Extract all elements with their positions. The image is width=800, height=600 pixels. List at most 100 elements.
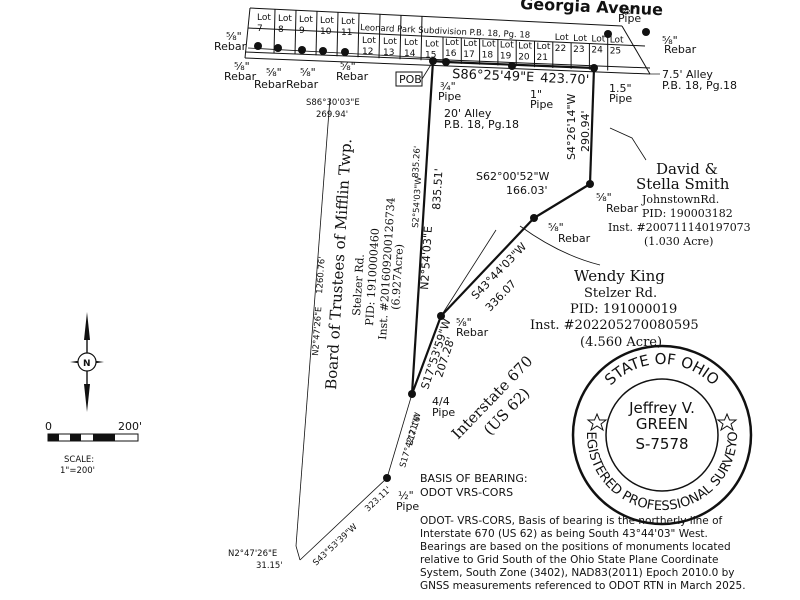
monument-marker	[530, 214, 538, 222]
north-arrow-icon: N	[70, 312, 104, 412]
lot-number: 9	[299, 26, 305, 36]
lot-number: 21	[537, 53, 548, 63]
svg-text:(1.030 Acre): (1.030 Acre)	[644, 235, 713, 248]
lot-divider	[420, 16, 423, 61]
street-name: Georgia Avenue	[520, 0, 664, 19]
lot-label: Lot	[383, 37, 397, 47]
rebar-size-label: ⅝"	[456, 316, 472, 329]
pipe-label: Pipe	[396, 500, 419, 513]
monument-marker	[274, 44, 282, 52]
lot-label: Lot	[257, 13, 271, 23]
seal-license-number: S-7578	[635, 435, 688, 453]
bearing-north-line: S86°25'49"E	[452, 67, 535, 85]
lot-number: 23	[573, 45, 584, 55]
rebar-label: Rebar	[558, 232, 591, 245]
rebar-label: Rebar	[664, 43, 697, 56]
seal-name-first: Jeffrey V.	[628, 399, 695, 417]
svg-text:Stella Smith: Stella Smith	[636, 175, 730, 193]
alley-label: 20' Alley	[444, 107, 492, 120]
monument-marker	[341, 48, 349, 56]
svg-text:Inst. #200711140197073: Inst. #200711140197073	[608, 221, 751, 234]
monument-marker	[254, 42, 262, 50]
lot-label: Lot	[362, 36, 376, 46]
pipe-size-label: ½"	[398, 489, 414, 502]
lot-label: Lot	[518, 41, 532, 51]
svg-text:N: N	[83, 359, 91, 369]
distance-east-line: 290.94'	[579, 110, 592, 152]
monument-marker	[590, 64, 598, 72]
distance-west-line-record: 835.26'	[411, 146, 423, 179]
board-parcel-label: Board of Trustees of Mifflin Twp. Stelze…	[322, 138, 406, 390]
scale-ratio: 1"=200'	[60, 466, 95, 476]
lot-divider	[315, 11, 318, 56]
svg-text:Stelzer Rd.: Stelzer Rd.	[350, 254, 367, 317]
rebar-label: Rebar	[456, 326, 489, 339]
lot-number: 8	[278, 25, 284, 35]
lot-label: Lot	[404, 38, 418, 48]
lot-label: Lot	[320, 16, 334, 26]
bearing-far-west-line: N2°47'26"E	[311, 306, 324, 356]
basis-note-line: System, South Zone (3402), NAD83(2011) E…	[420, 567, 735, 579]
scale-max: 200'	[118, 420, 142, 433]
svg-text:PID: 191000019: PID: 191000019	[570, 302, 677, 317]
lot-label: Lot	[278, 14, 292, 24]
lot-divider	[294, 10, 297, 55]
basis-note-line: ODOT- VRS-CORS, Basis of bearing is the …	[420, 515, 723, 527]
lot-label: Lot	[445, 38, 459, 48]
basis-note-line: GNSS measurements referenced to ODOT RTN…	[420, 580, 746, 592]
boundary	[410, 59, 596, 395]
rebar-size-label: ⅝"	[662, 34, 678, 47]
monument-marker	[586, 180, 594, 188]
lot-labels: Lot7Lot8Lot9Lot10Lot11Lot12Lot13Lot14Lot…	[257, 13, 624, 63]
lot-label: Lot	[463, 39, 477, 49]
basis-note-line: Interstate 670 (US 62) as being South 43…	[420, 528, 708, 540]
pipe-size-label: 1.5"	[609, 82, 632, 95]
lot-number: 16	[445, 49, 457, 59]
monument-marker	[508, 62, 516, 70]
lot-label: Lot	[299, 15, 313, 25]
distance-west-line: 835.51'	[430, 168, 446, 210]
lot-number: 10	[320, 27, 332, 37]
adjacent-lines	[247, 47, 647, 561]
lot-label: Lot	[425, 39, 439, 49]
svg-text:(6.927Acre): (6.927Acre)	[389, 244, 406, 311]
rebar-size-label: ⅝"	[234, 60, 250, 73]
basis-note-line: relative to Grid South of the Ohio State…	[420, 554, 719, 566]
lot-number: 17	[463, 50, 474, 60]
scale-bar: 0 200' SCALE: 1"=200'	[45, 420, 142, 476]
distance-west-lots: 269.94'	[316, 110, 348, 120]
rebar-size-label: ⅝"	[596, 191, 612, 204]
basis-title: BASIS OF BEARING:	[420, 472, 528, 485]
bearing-west-line-record: S2°54'03"W	[411, 176, 424, 228]
rebar-label: Rebar	[214, 40, 247, 53]
distance-lower-diagonal: 323.11'	[363, 485, 393, 514]
pipe-label: Pipe	[618, 12, 641, 25]
distance-north-line: 423.70'	[540, 71, 590, 88]
rebar-label: Rebar	[336, 70, 369, 83]
lot-divider	[378, 14, 381, 59]
monument-marker	[604, 30, 612, 38]
monument-marker	[319, 47, 327, 55]
smith-parcel-label: David & Stella Smith JohnstownRd. PID: 1…	[608, 160, 751, 248]
pipe-size-label: 4/4	[432, 395, 450, 408]
pipe-size-label: 1"	[530, 88, 542, 101]
alley-label: 7.5' Alley	[662, 68, 713, 81]
lot-number: 12	[362, 47, 373, 57]
svg-text:PID: 1910000460: PID: 1910000460	[363, 228, 382, 326]
lot-label: Lot	[573, 34, 587, 44]
rebar-label: Rebar	[224, 70, 257, 83]
basis-note-line: Bearings are based on the positions of m…	[420, 541, 731, 553]
basis-subtitle: ODOT VRS-CORS	[420, 486, 513, 499]
rebar-size-label: ⅝"	[340, 60, 356, 73]
pipe-size-label: ¾"	[440, 80, 456, 93]
monument-marker	[442, 58, 450, 66]
scale-zero: 0	[45, 420, 52, 433]
bearing-west-line: N2°54'03"E	[418, 226, 435, 290]
lot-number: 11	[341, 28, 352, 38]
monument-marker	[429, 57, 437, 65]
lot-dividers	[273, 9, 609, 71]
lot-number: 24	[591, 46, 603, 56]
rebar-label: Rebar	[286, 78, 319, 91]
lot-divider	[399, 15, 402, 60]
